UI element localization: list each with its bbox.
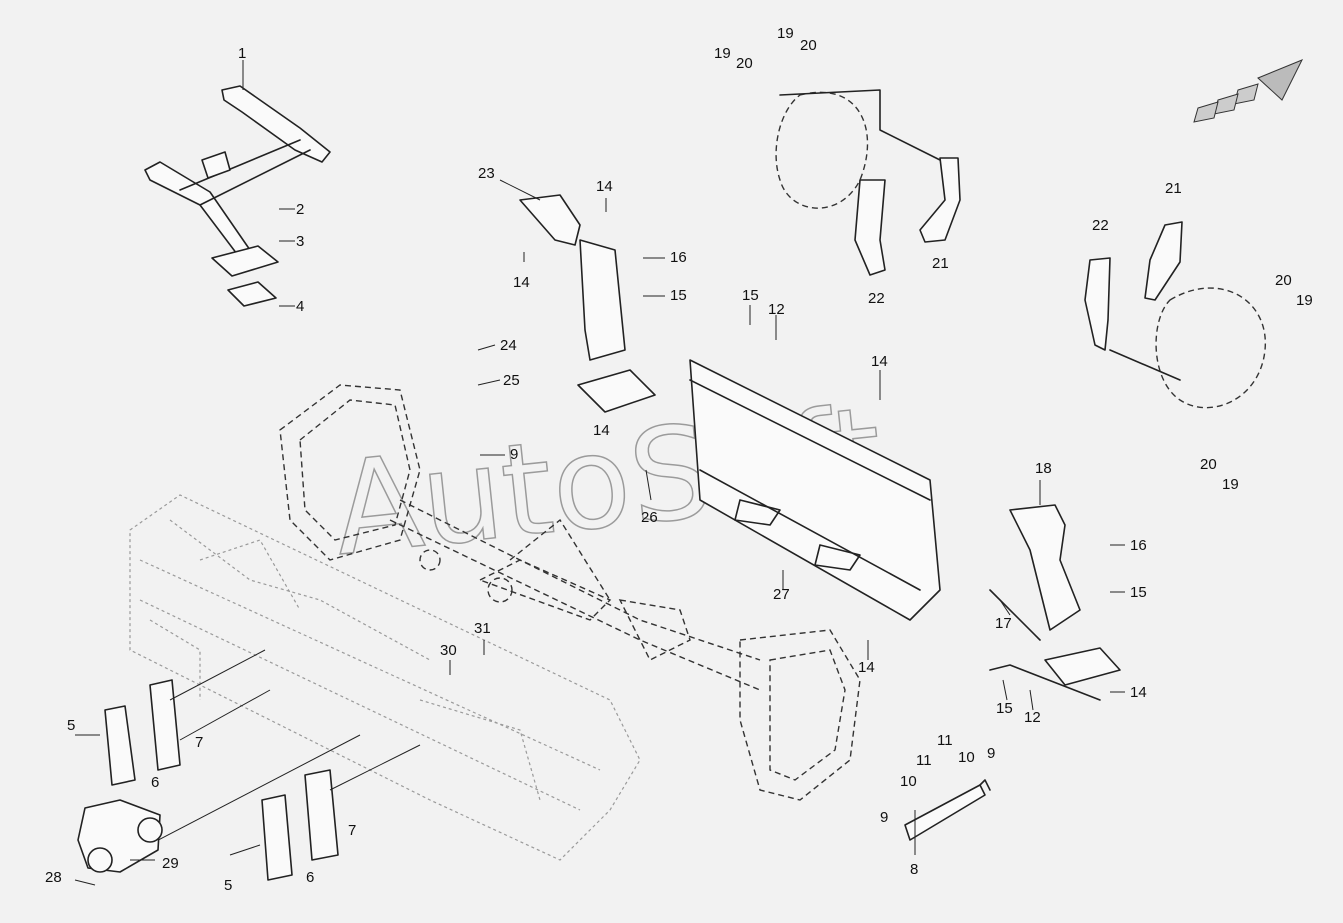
callout-19: 19 bbox=[1222, 476, 1239, 493]
callout-23: 23 bbox=[478, 165, 495, 182]
brake-disc-right bbox=[1084, 221, 1266, 409]
callout-20: 20 bbox=[1200, 456, 1217, 473]
callout-9: 9 bbox=[987, 745, 995, 762]
callout-10: 10 bbox=[958, 749, 975, 766]
callout-16: 16 bbox=[1130, 537, 1147, 554]
callout-14: 14 bbox=[596, 178, 613, 195]
callout-15: 15 bbox=[742, 287, 759, 304]
callout-24: 24 bbox=[500, 337, 517, 354]
callout-22: 22 bbox=[868, 290, 885, 307]
callout-12: 12 bbox=[768, 301, 785, 318]
direction-arrow-icon bbox=[1193, 59, 1304, 123]
callout-11: 11 bbox=[916, 752, 932, 769]
callout-21: 21 bbox=[1165, 180, 1182, 197]
callout-26: 26 bbox=[641, 509, 658, 526]
part-1-bracket bbox=[144, 85, 331, 307]
callout-3: 3 bbox=[296, 233, 304, 250]
callout-20: 20 bbox=[800, 37, 817, 54]
callout-2: 2 bbox=[296, 201, 304, 218]
callout-14: 14 bbox=[513, 274, 530, 291]
callout-6: 6 bbox=[306, 869, 314, 886]
callout-9: 9 bbox=[880, 809, 888, 826]
callout-6: 6 bbox=[151, 774, 159, 791]
callout-18: 18 bbox=[1035, 460, 1052, 477]
callout-8: 8 bbox=[910, 861, 918, 878]
truck-frame-outline bbox=[129, 494, 641, 861]
callout-14: 14 bbox=[871, 353, 888, 370]
callout-29: 29 bbox=[162, 855, 179, 872]
part-8-bracket-strip bbox=[904, 779, 991, 841]
front-axle-assembly bbox=[279, 384, 861, 801]
callout-22: 22 bbox=[1092, 217, 1109, 234]
callout-10: 10 bbox=[900, 773, 917, 790]
callout-12: 12 bbox=[1024, 709, 1041, 726]
leader-lines bbox=[74, 60, 1125, 886]
callout-9: 9 bbox=[510, 446, 518, 463]
callout-30: 30 bbox=[440, 642, 457, 659]
callout-1: 1 bbox=[238, 45, 246, 62]
callout-15: 15 bbox=[996, 700, 1013, 717]
callout-19: 19 bbox=[777, 25, 794, 42]
callout-5: 5 bbox=[67, 717, 75, 734]
callout-14: 14 bbox=[1130, 684, 1147, 701]
part-27-cross-member bbox=[689, 359, 941, 621]
callout-31: 31 bbox=[474, 620, 491, 637]
callout-28: 28 bbox=[45, 869, 62, 886]
callout-7: 7 bbox=[195, 734, 203, 751]
callout-27: 27 bbox=[773, 586, 790, 603]
spacer-blocks bbox=[104, 649, 421, 881]
callout-15: 15 bbox=[670, 287, 687, 304]
callout-14: 14 bbox=[593, 422, 610, 439]
callout-5: 5 bbox=[224, 877, 232, 894]
callout-20: 20 bbox=[736, 55, 753, 72]
brake-disc-upper bbox=[775, 89, 961, 276]
callout-labels: 1 2 3 4 23 14 14 16 15 15 12 24 25 14 9 … bbox=[45, 25, 1313, 894]
part-29-tow-coupling bbox=[77, 799, 163, 873]
callout-25: 25 bbox=[503, 372, 520, 389]
part-23-bracket bbox=[519, 194, 656, 413]
callout-7: 7 bbox=[348, 822, 356, 839]
callout-17: 17 bbox=[995, 615, 1012, 632]
callout-20: 20 bbox=[1275, 272, 1292, 289]
callout-19: 19 bbox=[1296, 292, 1313, 309]
callout-14: 14 bbox=[858, 659, 875, 676]
callout-16: 16 bbox=[670, 249, 687, 266]
callout-19: 19 bbox=[714, 45, 731, 62]
callout-21: 21 bbox=[932, 255, 949, 272]
callout-4: 4 bbox=[296, 298, 304, 315]
callout-15: 15 bbox=[1130, 584, 1147, 601]
callout-11: 11 bbox=[937, 732, 953, 749]
part-18-bracket bbox=[989, 504, 1121, 701]
